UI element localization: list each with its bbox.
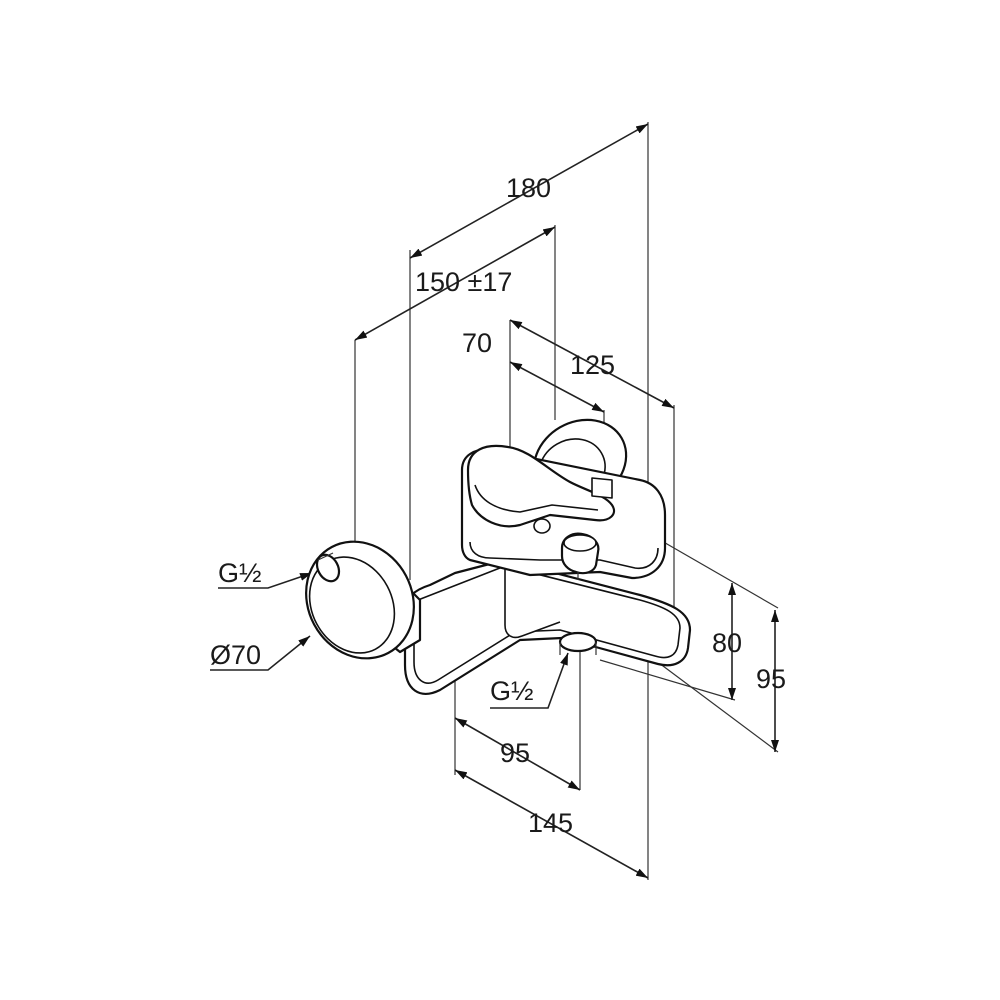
label-spout-depth: 125: [570, 350, 615, 380]
label-wall-distance: 150 ±17: [415, 267, 512, 297]
label-rosette-diameter: Ø70: [210, 640, 261, 670]
label-total-depth: 180: [506, 173, 551, 203]
label-connection-top: G½: [218, 558, 262, 588]
spout-body: [403, 558, 692, 695]
faucet-illustration: [305, 418, 692, 695]
label-height-95: 95: [756, 664, 786, 694]
diverter-knob: [560, 532, 600, 580]
cartridge-stub: [591, 477, 613, 499]
label-spout-thread: G½: [490, 676, 534, 706]
dimension-lines: [354, 123, 779, 879]
label-width-145: 145: [528, 808, 573, 838]
dimension-labels: 180 150 ±17 70 125 80 95 95 145 G½ Ø70 G…: [210, 173, 786, 838]
label-height-80: 80: [712, 628, 742, 658]
left-rosette: [305, 540, 422, 660]
leader-lines: [210, 572, 569, 709]
mixer-lever: [466, 444, 616, 534]
label-width-95: 95: [500, 738, 530, 768]
label-handle-offset: 70: [462, 328, 492, 358]
